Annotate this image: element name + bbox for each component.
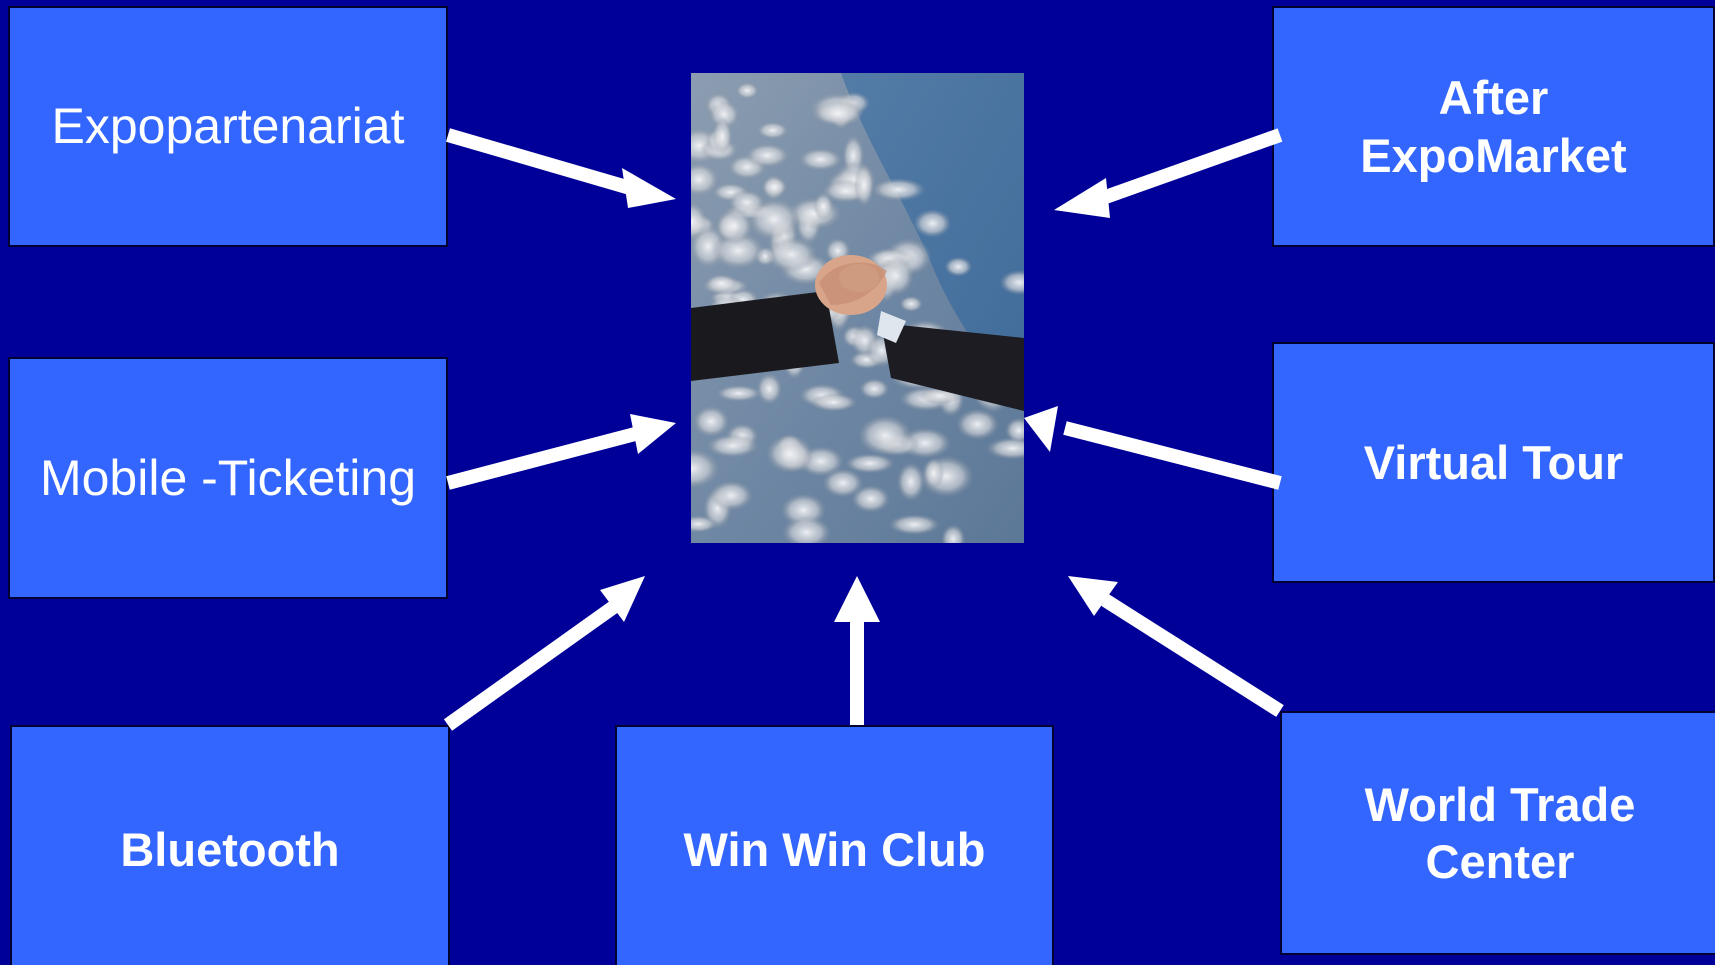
handshake-sky-photo <box>691 73 1024 543</box>
box-virtual-tour-label: Virtual Tour <box>1364 434 1623 491</box>
box-after-expomarket-line-1: After <box>1360 69 1626 126</box>
arrow-expopartenariat <box>448 135 676 208</box>
box-mobile-ticketing: Mobile -Ticketing <box>8 357 448 599</box>
box-mobile-ticketing-label: Mobile -Ticketing <box>40 448 416 509</box>
box-expopartenariat-label: Expopartenariat <box>51 96 404 157</box>
box-after-expomarket: After ExpoMarket <box>1272 6 1715 247</box>
box-after-expomarket-line-2: ExpoMarket <box>1360 127 1626 184</box>
box-win-win-club: Win Win Club <box>615 725 1054 965</box>
arrow-bluetooth <box>448 576 645 725</box>
box-win-win-club-label: Win Win Club <box>684 821 986 878</box>
arrow-virtual-tour <box>1024 406 1280 483</box>
box-virtual-tour: Virtual Tour <box>1272 342 1715 583</box>
box-world-trade-center-line-2: Center <box>1365 833 1636 890</box>
arrow-win-win-club <box>834 576 880 725</box>
box-world-trade-center-line-1: World Trade <box>1365 776 1636 833</box>
box-bluetooth: Bluetooth <box>10 725 450 965</box>
arrow-after-expomarket <box>1054 135 1280 218</box>
box-expopartenariat: Expopartenariat <box>8 6 448 247</box>
arrow-mobile-ticketing <box>448 414 676 483</box>
box-world-trade-center: World Trade Center <box>1280 711 1715 955</box>
box-bluetooth-label: Bluetooth <box>120 821 339 878</box>
arrow-world-trade-center <box>1068 576 1280 711</box>
